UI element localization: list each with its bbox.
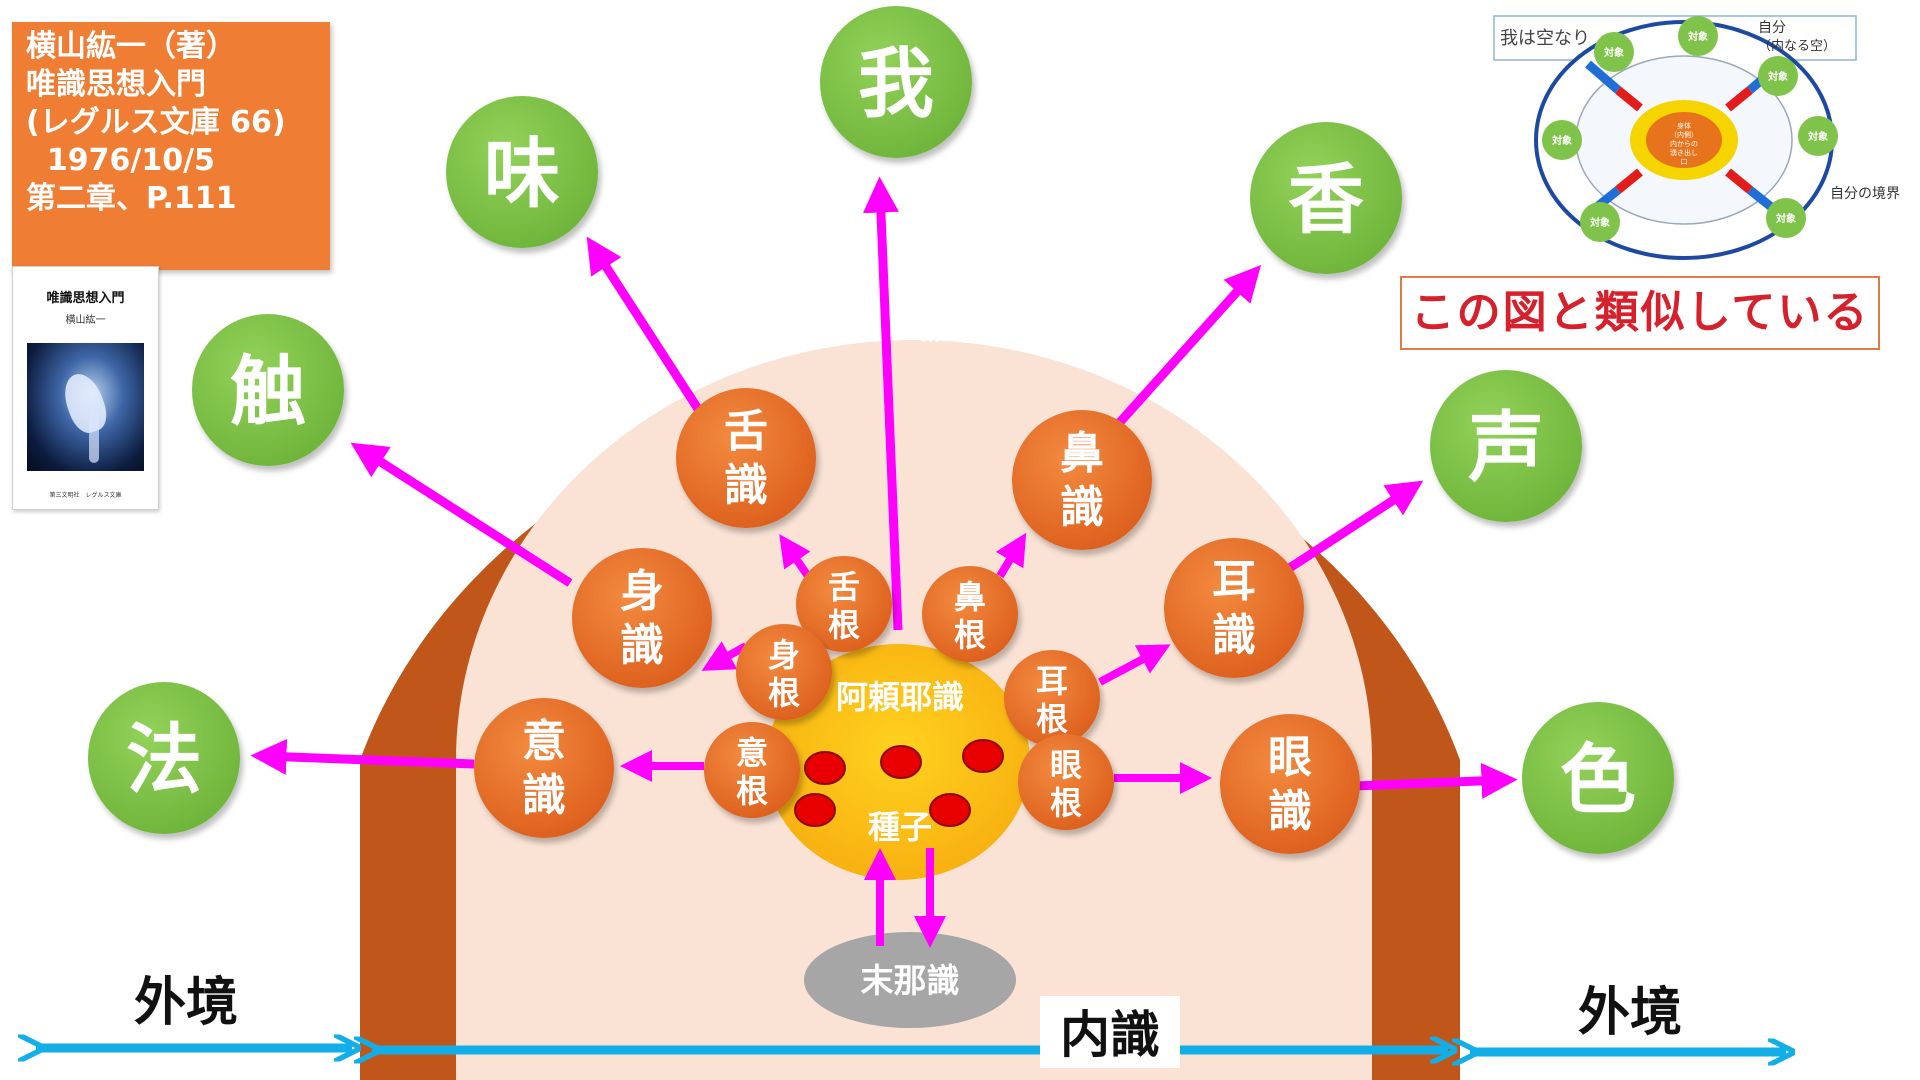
body-label: 有根身（肉体）と器世間（自然界） xyxy=(662,308,1174,346)
consciousness-char-2: 識 xyxy=(522,770,566,821)
root-gen: 眼根 xyxy=(1018,734,1114,830)
source-line: 唯識思想入門 xyxy=(26,66,316,104)
root-i: 意根 xyxy=(704,722,800,818)
consciousness-char-2: 識 xyxy=(1060,482,1104,533)
consciousness-gen: 眼識 xyxy=(1220,714,1360,854)
source-line: (レグルス文庫 66) xyxy=(26,104,316,142)
consciousness-char-1: 耳 xyxy=(1212,556,1256,607)
object-hou: 法 xyxy=(88,682,240,834)
object-label: 法 xyxy=(126,715,202,804)
root-char-2: 根 xyxy=(1036,700,1068,738)
root-char-1: 耳 xyxy=(1036,662,1068,700)
outer-right-label: 外境 xyxy=(1578,983,1682,1043)
root-char-1: 意 xyxy=(736,734,768,772)
inset-core-text: （内側） xyxy=(1670,130,1698,139)
inset-self: 自分 xyxy=(1758,20,1786,36)
object-sei: 声 xyxy=(1430,370,1582,522)
object-shoku: 触 xyxy=(192,314,344,466)
inset-object-label: 対象 xyxy=(1807,130,1828,143)
consciousness-char-1: 舌 xyxy=(724,406,768,457)
object-mi: 味 xyxy=(446,96,598,248)
inset-self-empty: 我は空なり xyxy=(1500,28,1590,49)
consciousness-char-1: 眼 xyxy=(1268,732,1312,783)
source-line: 横山紘一（著） xyxy=(26,28,316,66)
book-publisher: 第三文明社 レグルス文庫 xyxy=(13,490,158,499)
root-bi: 鼻根 xyxy=(922,566,1018,662)
inset-object-label: 対象 xyxy=(1603,46,1624,59)
inset-object-label: 対象 xyxy=(1589,216,1610,229)
source-line: 1976/10/5 xyxy=(26,142,316,180)
inset-object-label: 対象 xyxy=(1775,212,1796,225)
object-label: 声 xyxy=(1468,403,1544,492)
book-cover-image xyxy=(27,343,144,471)
root-char-1: 鼻 xyxy=(954,578,986,616)
consciousness-shin: 身識 xyxy=(572,548,712,688)
object-label: 色 xyxy=(1560,735,1636,824)
object-label: 我 xyxy=(858,39,934,128)
manas-label: 末那識 xyxy=(861,961,960,1000)
book-title: 唯識思想入門 xyxy=(13,287,158,306)
consciousness-char-2: 識 xyxy=(1268,786,1312,837)
outer-left-label: 外境 xyxy=(134,973,238,1033)
object-kou: 香 xyxy=(1250,122,1402,274)
inset-core-text: 口 xyxy=(1681,158,1688,166)
consciousness-char-1: 鼻 xyxy=(1060,428,1104,479)
consciousness-zetsu: 舌識 xyxy=(676,388,816,528)
inset-boundary-label: 自分の境界 xyxy=(1830,186,1900,202)
inset-object-label: 対象 xyxy=(1767,70,1788,83)
root-char-2: 根 xyxy=(736,772,768,810)
consciousness-ni: 耳識 xyxy=(1164,538,1304,678)
root-char-1: 眼 xyxy=(1050,746,1082,784)
root-shin: 身根 xyxy=(736,624,832,720)
consciousness-i: 意識 xyxy=(474,698,614,838)
inset-core-text: 身体 xyxy=(1677,121,1691,130)
inset-self-sub: （内なる空） xyxy=(1758,38,1836,54)
root-char-1: 身 xyxy=(768,636,800,674)
root-ni: 耳根 xyxy=(1004,650,1100,746)
consciousness-char-2: 識 xyxy=(1212,610,1256,661)
consciousness-char-1: 意 xyxy=(522,716,566,767)
seeds-label: 種子 xyxy=(868,808,932,846)
book-author: 横山紘一 xyxy=(13,311,158,326)
object-shiki: 色 xyxy=(1522,702,1674,854)
root-char-2: 根 xyxy=(828,606,860,644)
object-label: 味 xyxy=(484,129,560,218)
object-ga: 我 xyxy=(820,6,972,158)
consciousness-char-2: 識 xyxy=(620,620,664,671)
inset-core-text: 内からの xyxy=(1670,139,1698,148)
book-cover: 唯識思想入門 横山紘一 第三文明社 レグルス文庫 xyxy=(12,266,159,510)
root-char-2: 根 xyxy=(1050,784,1082,822)
object-label: 触 xyxy=(230,347,306,436)
region-arrows xyxy=(36,1048,1786,1052)
inner-label: 内識 xyxy=(1060,1006,1160,1064)
object-label: 香 xyxy=(1288,155,1364,244)
inset-object-label: 対象 xyxy=(1687,30,1708,43)
source-citation: 横山紘一（著） 唯識思想入門 (レグルス文庫 66) 1976/10/5 第二章… xyxy=(12,22,330,270)
inset-core-text: 湧き出し xyxy=(1670,148,1698,157)
root-char-2: 根 xyxy=(954,616,986,654)
consciousness-char-1: 身 xyxy=(620,566,664,617)
source-line: 第二章、P.111 xyxy=(26,180,316,218)
similar-note: この図と類似している xyxy=(1400,276,1880,350)
inset-object-label: 対象 xyxy=(1551,134,1572,147)
root-char-1: 舌 xyxy=(828,568,860,606)
consciousness-char-2: 識 xyxy=(724,460,768,511)
consciousness-bi: 鼻識 xyxy=(1012,410,1152,550)
alaya-label: 阿頼耶識 xyxy=(836,678,964,716)
root-char-2: 根 xyxy=(768,674,800,712)
